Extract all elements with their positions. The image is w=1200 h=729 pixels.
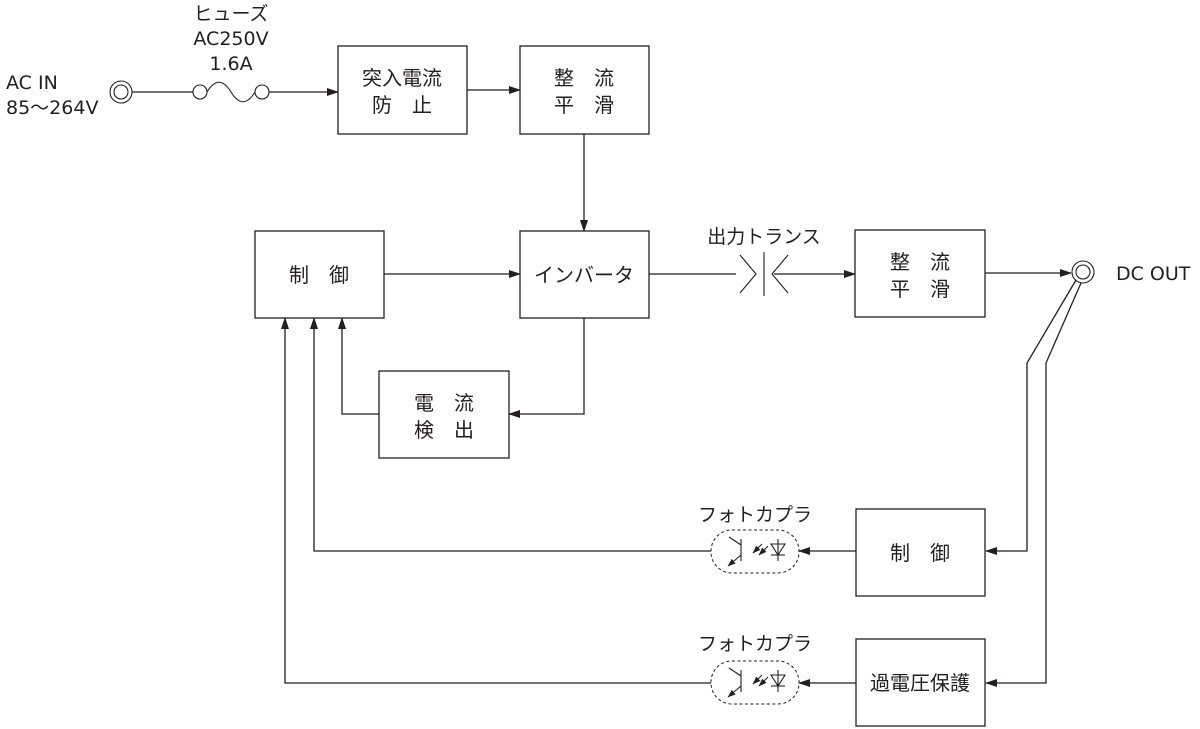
feedback-control-block: 制 御 (855, 508, 986, 597)
control-main-label: 制 御 (289, 263, 349, 287)
transformer-symbol (739, 252, 789, 296)
dc-out-label: DC OUT (1116, 263, 1191, 285)
dc-out-terminal (1071, 260, 1095, 284)
fuse-rating-voltage: AC250V (193, 28, 268, 50)
fuse-symbol (192, 81, 270, 103)
rectifier2-label-line1: 整 流 (890, 250, 950, 274)
input-rectifier-smoothing-block: 整 流 平 滑 (519, 45, 650, 135)
inverter-block: インバータ (519, 230, 650, 319)
inverter-label: インバータ (534, 263, 634, 287)
rectifier1-label-line2: 平 滑 (554, 93, 614, 117)
fuse-rating-current: 1.6A (209, 53, 252, 75)
transformer-label: 出力トランス (707, 226, 821, 248)
wire-photocoupler1-control (310, 317, 711, 552)
ac-in-label: AC IN (6, 72, 58, 94)
control-feedback-label: 制 御 (890, 541, 950, 565)
photocoupler1-label: フォトカプラ (698, 504, 812, 526)
photocoupler1-symbol (710, 529, 800, 574)
inrush-label-line1: 突入電流 (362, 66, 442, 90)
current-detection-block: 電 流 検 出 (378, 370, 510, 459)
ac-in-voltage-label: 85～264V (6, 97, 98, 119)
overvoltage-label: 過電圧保護 (870, 671, 970, 695)
rectifier1-label-line1: 整 流 (554, 66, 614, 90)
wire-current-detect-control (338, 317, 379, 415)
inrush-label-line2: 防 止 (372, 93, 432, 117)
rectifier2-label-line2: 平 滑 (890, 277, 950, 301)
photocoupler2-symbol (710, 660, 800, 705)
wire-dcout-feedback-control (985, 279, 1077, 555)
wire-inverter-current-detect (508, 318, 585, 418)
photocoupler2-label: フォトカプラ (698, 633, 812, 655)
ac-in-terminal (109, 80, 133, 104)
current-detect-label-line2: 検 出 (414, 418, 474, 442)
wire-photocoupler2-control (281, 317, 711, 684)
output-rectifier-smoothing-block: 整 流 平 滑 (854, 229, 986, 318)
current-detect-label-line1: 電 流 (414, 391, 474, 415)
main-control-block: 制 御 (254, 230, 385, 319)
inrush-current-prevention-block: 突入電流 防 止 (337, 45, 468, 135)
overvoltage-protection-block: 過電圧保護 (855, 638, 986, 727)
fuse-label: ヒューズ (193, 3, 268, 25)
wire-dcout-overvoltage (985, 282, 1082, 687)
